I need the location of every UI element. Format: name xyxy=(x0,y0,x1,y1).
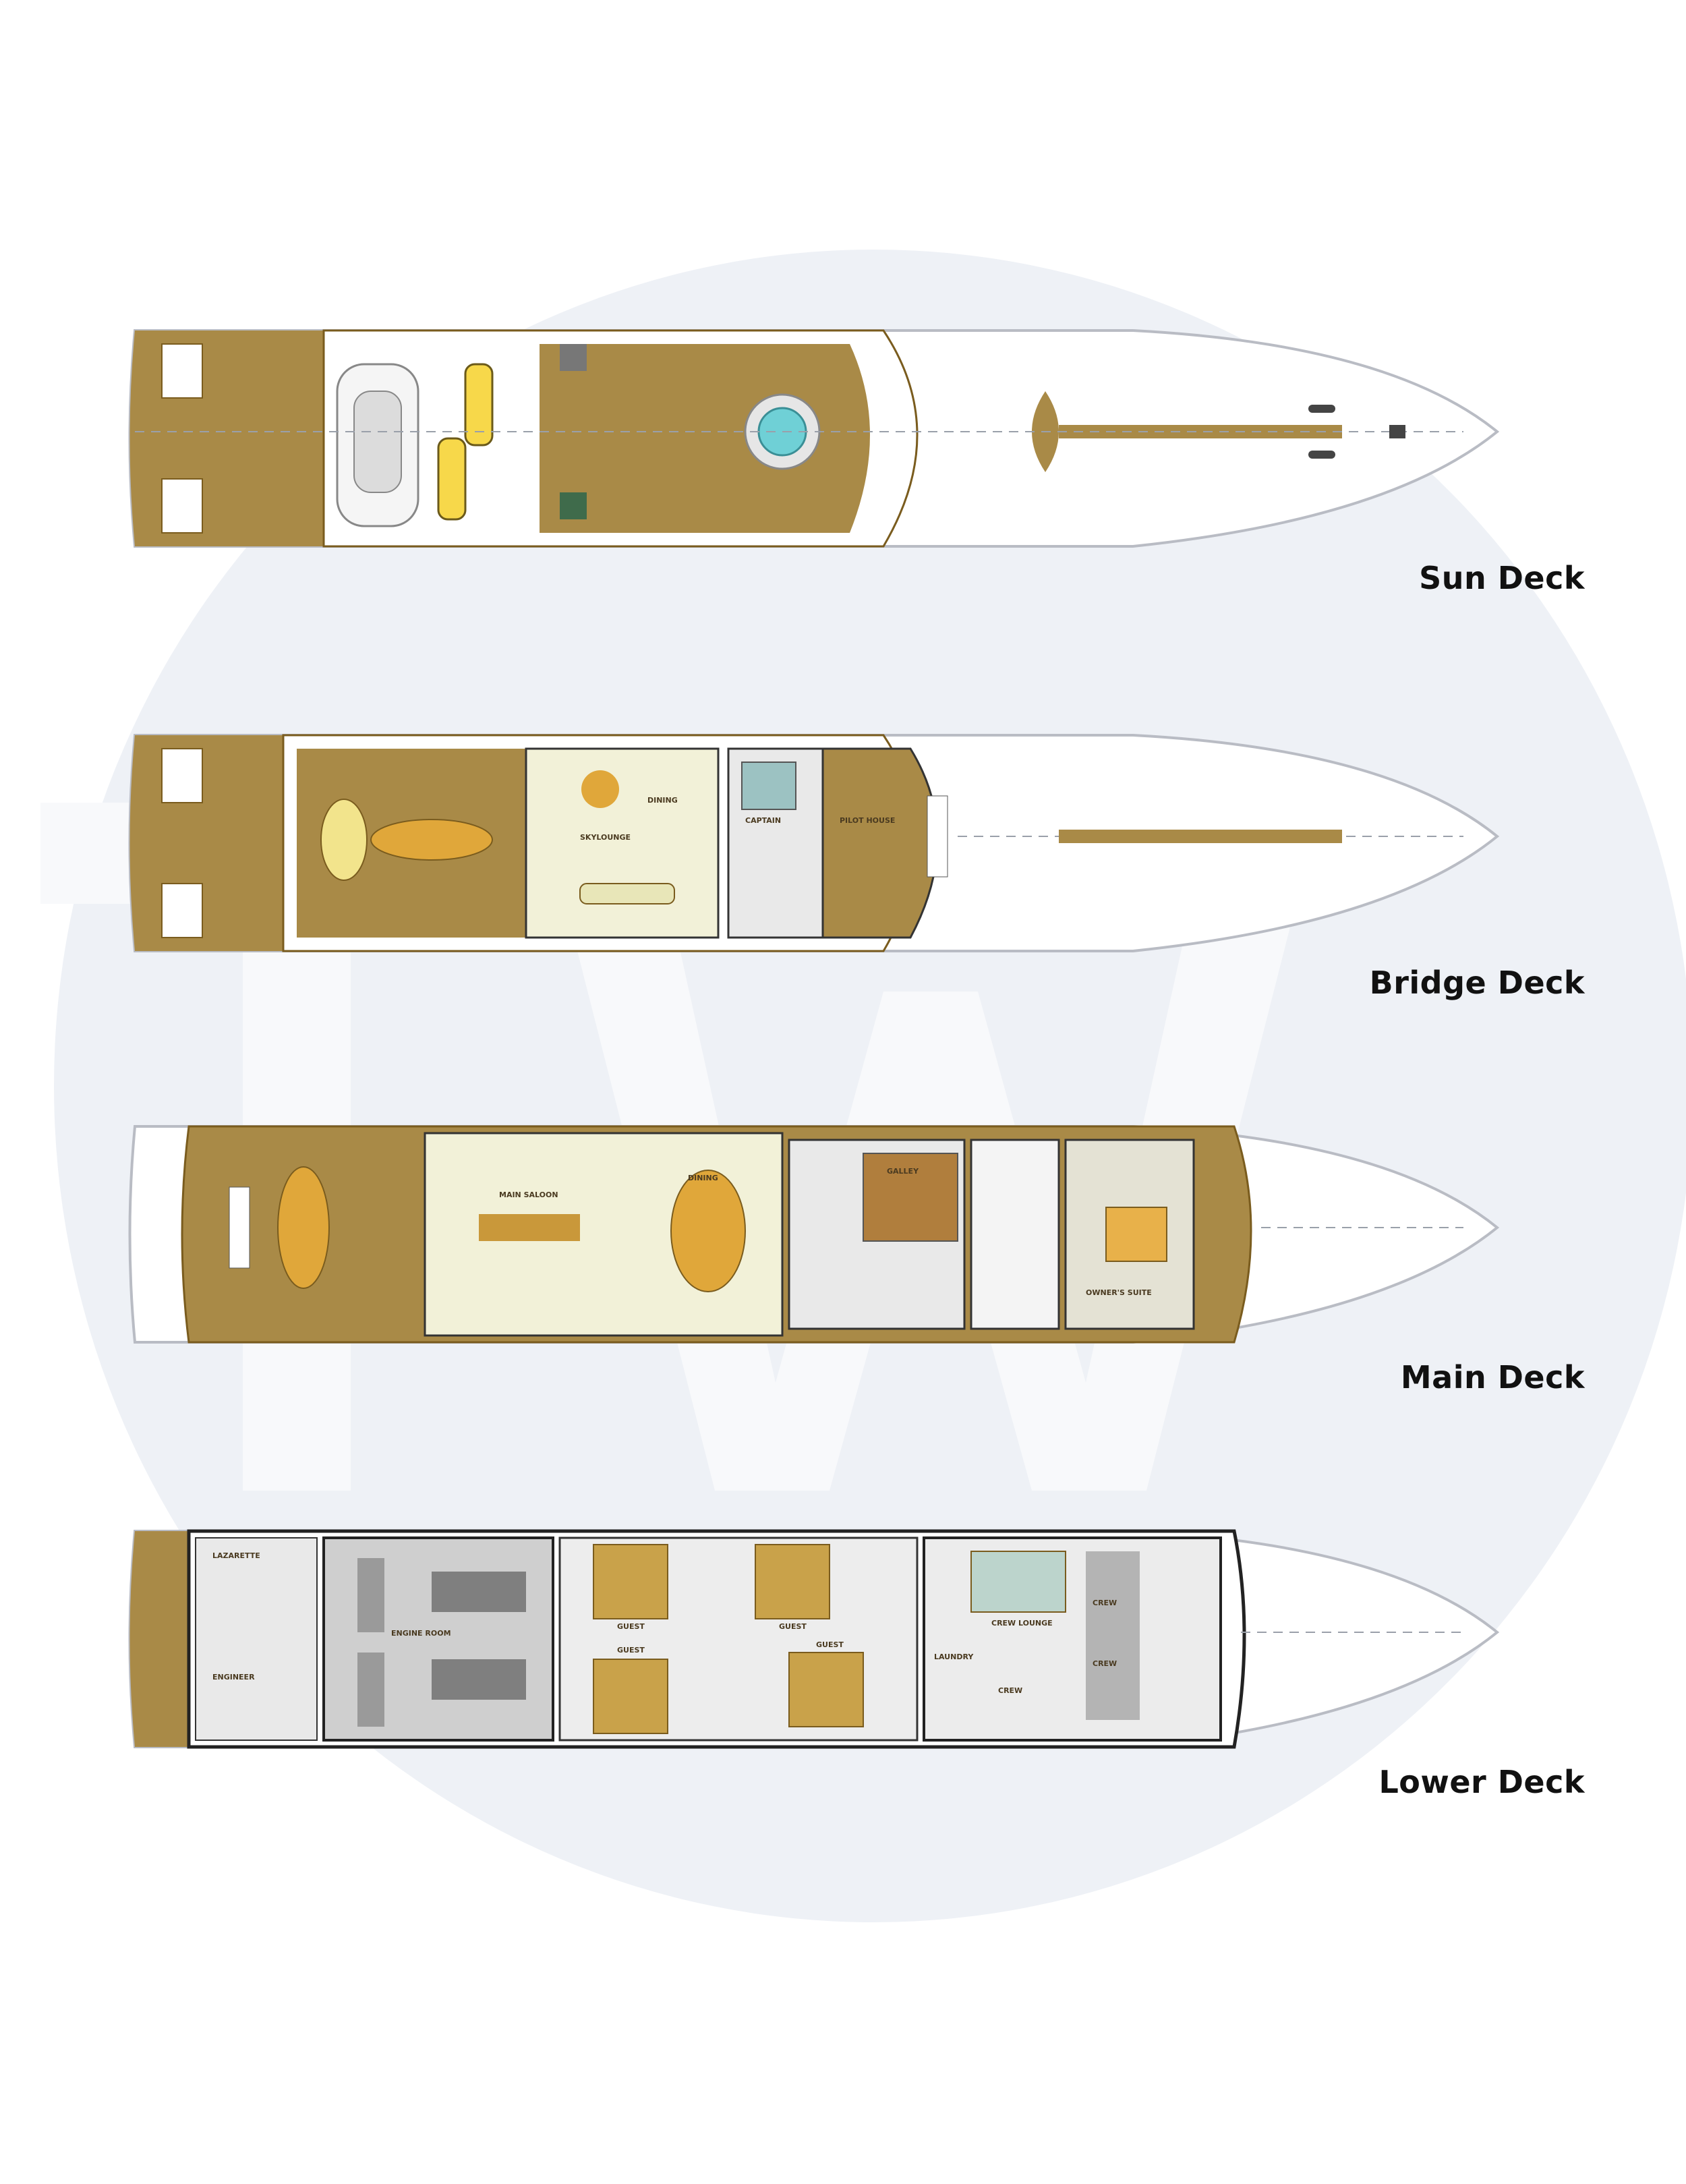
main-deck-label: Main Deck xyxy=(1400,1359,1585,1396)
room-label-owners-suite: OWNER'S SUITE xyxy=(1086,1288,1152,1297)
room-label-laundry: LAUNDRY xyxy=(934,1653,974,1661)
main-deck-plan: MAIN SALOON DINING GALLEY OWNER'S SUITE xyxy=(128,1125,1500,1344)
room-label-guest-4: GUEST xyxy=(816,1640,844,1649)
room-label-crew-3: CREW xyxy=(1093,1659,1117,1668)
sun-deck-plan xyxy=(128,329,1500,548)
bridge-deck-plan: SKYLOUNGE DINING CAPTAIN PILOT HOUSE xyxy=(128,734,1500,952)
lower-deck-plan: LAZARETTE ENGINEER ENGINE ROOM GUEST GUE… xyxy=(128,1529,1500,1749)
room-label-galley: GALLEY xyxy=(887,1167,919,1176)
room-label-bridge-dining: DINING xyxy=(647,796,678,805)
room-label-skylounge: SKYLOUNGE xyxy=(580,833,631,842)
room-label-crew-2: CREW xyxy=(998,1686,1022,1695)
room-label-crew-1: CREW xyxy=(1093,1599,1117,1607)
room-label-guest-2: GUEST xyxy=(779,1622,807,1631)
room-label-captain: CAPTAIN xyxy=(745,816,781,825)
room-label-guest-1: GUEST xyxy=(617,1622,645,1631)
room-label-pilot-house: PILOT HOUSE xyxy=(840,816,895,825)
room-label-main-dining: DINING xyxy=(688,1174,718,1182)
room-label-crew-lounge: CREW LOUNGE xyxy=(991,1619,1053,1628)
bridge-deck-label: Bridge Deck xyxy=(1369,965,1585,1001)
room-label-engineer: ENGINEER xyxy=(212,1673,255,1682)
room-label-engine-room: ENGINE ROOM xyxy=(391,1629,451,1638)
lower-deck-label: Lower Deck xyxy=(1378,1764,1585,1800)
room-label-main-saloon: MAIN SALOON xyxy=(499,1190,558,1199)
room-label-lazarette: LAZARETTE xyxy=(212,1551,260,1560)
sun-deck-label: Sun Deck xyxy=(1419,560,1585,596)
room-label-guest-3: GUEST xyxy=(617,1646,645,1655)
